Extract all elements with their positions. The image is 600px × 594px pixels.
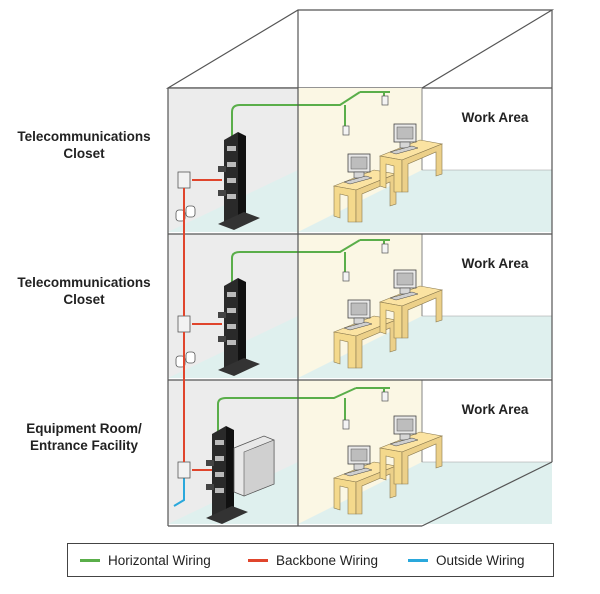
- floor-1: [168, 87, 553, 232]
- legend-label-outside: Outside Wiring: [436, 552, 525, 568]
- work-area-label-1: Work Area: [461, 110, 529, 125]
- legend: Horizontal Wiring Backbone Wiring Outsid…: [67, 543, 554, 577]
- work-area-label-2: Work Area: [461, 256, 529, 271]
- legend-label-horizontal: Horizontal Wiring: [108, 552, 211, 568]
- roof: [165, 9, 555, 89]
- legend-label-backbone: Backbone Wiring: [276, 552, 379, 568]
- outside-wiring-swatch: [408, 558, 428, 562]
- legend-item-backbone: Backbone Wiring: [248, 544, 378, 576]
- floor-3: [168, 379, 553, 524]
- building-outline: [167, 10, 553, 527]
- floor-1-label: Telecommunications Closet: [17, 129, 151, 161]
- horizontal-wiring-swatch: [80, 558, 100, 562]
- floor-3-label: Equipment Room/ Entrance Facility: [26, 421, 142, 453]
- floor-2-label: Telecommunications Closet: [17, 275, 151, 307]
- legend-item-outside: Outside Wiring: [408, 544, 525, 576]
- backbone-wiring-swatch: [248, 558, 268, 562]
- work-area-label-3: Work Area: [461, 402, 529, 417]
- legend-item-horizontal: Horizontal Wiring: [80, 544, 211, 576]
- floor-2: [168, 233, 553, 378]
